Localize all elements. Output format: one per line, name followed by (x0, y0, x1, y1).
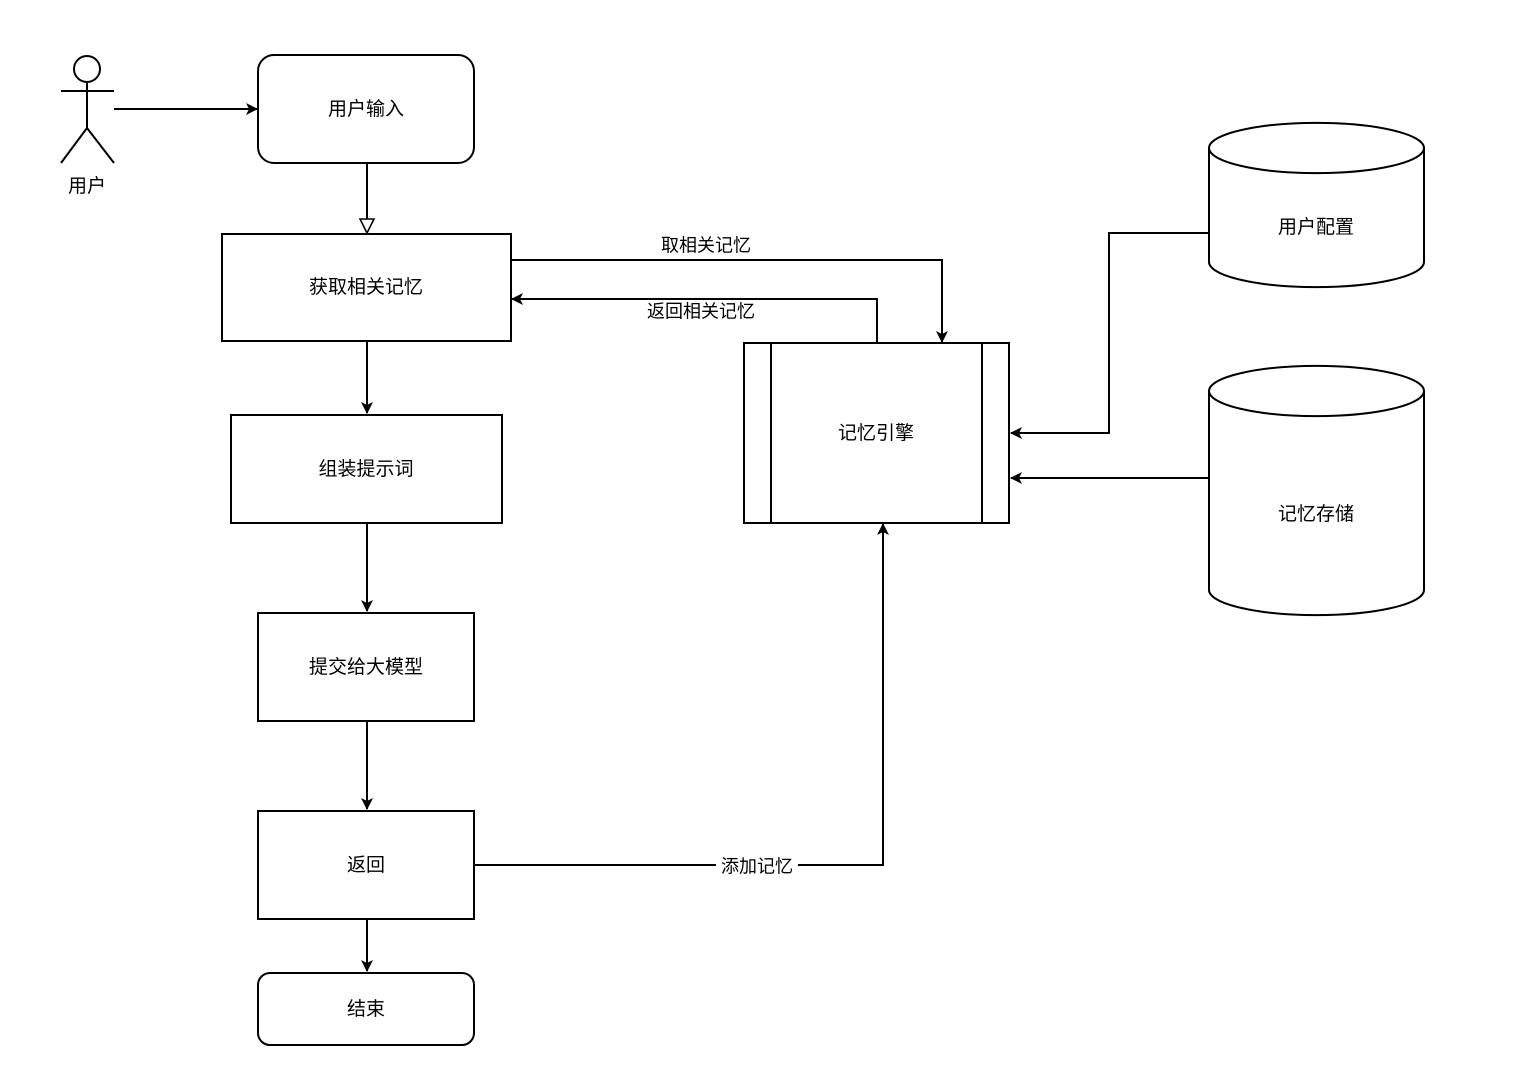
edge-fetch-to-engine[interactable]: 取相关记忆 (511, 236, 948, 343)
edge-label-return-memory: 返回相关记忆 (647, 302, 755, 323)
node-fetch-memory[interactable]: 获取相关记忆 (221, 233, 512, 342)
node-submit-llm[interactable]: 提交给大模型 (257, 612, 475, 722)
node-memory-store[interactable]: 记忆存储 (1208, 364, 1425, 617)
node-memory-store-label: 记忆存储 (1278, 503, 1354, 525)
node-end-label: 结束 (347, 998, 385, 1020)
node-end[interactable]: 结束 (257, 972, 475, 1046)
database-cylinder-icon (1208, 121, 1425, 289)
node-memory-engine-label: 记忆引擎 (838, 422, 914, 444)
actor-label: 用户 (68, 175, 106, 197)
edge-return-to-engine[interactable]: 添加记忆 (475, 523, 889, 878)
edge-engine-to-fetch[interactable]: 返回相关记忆 (511, 293, 878, 342)
node-user-config[interactable]: 用户配置 (1208, 121, 1425, 289)
node-fetch-memory-label: 获取相关记忆 (309, 276, 423, 298)
stick-figure-icon (60, 55, 115, 164)
user-actor[interactable]: 用户 (60, 55, 115, 197)
node-return-label: 返回 (347, 854, 385, 876)
node-user-input[interactable]: 用户输入 (257, 54, 475, 164)
node-return[interactable]: 返回 (257, 810, 475, 920)
node-memory-engine[interactable]: 记忆引擎 (743, 342, 1010, 524)
database-cylinder-icon (1208, 364, 1425, 617)
node-assemble-prompt-label: 组装提示词 (318, 458, 413, 480)
node-user-input-label: 用户输入 (328, 98, 404, 120)
edge-config-to-engine[interactable] (1010, 232, 1209, 439)
node-submit-llm-label: 提交给大模型 (309, 656, 423, 678)
edge-label-fetch-memory: 取相关记忆 (661, 236, 751, 257)
node-user-config-label: 用户配置 (1278, 216, 1354, 238)
edge-label-add-memory: 添加记忆 (721, 857, 793, 878)
node-assemble-prompt[interactable]: 组装提示词 (230, 414, 503, 524)
